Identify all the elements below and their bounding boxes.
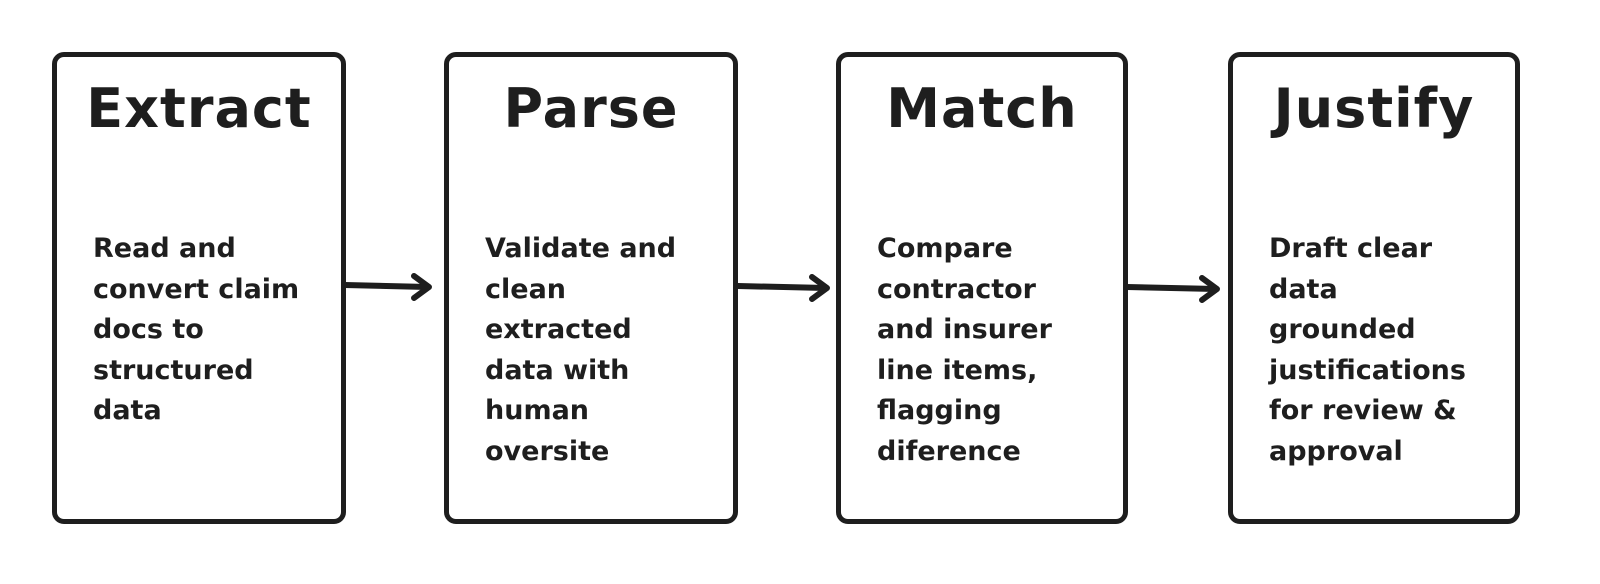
description-line: grounded — [1269, 314, 1416, 345]
description-line: for review & — [1269, 395, 1457, 426]
arrow-match-to-justify — [1124, 275, 1220, 303]
step-description: Validate and clean extracted data with human… — [485, 229, 676, 472]
description-line: docs to — [93, 314, 204, 345]
description-line: data — [1269, 273, 1338, 305]
description-line: data with — [485, 354, 630, 386]
description-line: flagging — [877, 395, 1002, 426]
description-line: and insurer — [877, 314, 1052, 345]
description-line: Read and — [93, 233, 236, 264]
description-line: human — [485, 395, 590, 426]
arrow-parse-to-match — [735, 274, 830, 302]
description-line: Draft clear — [1269, 233, 1433, 264]
description-line: line items, — [877, 354, 1038, 386]
description-line: contractor — [877, 273, 1036, 305]
description-line: convert claim — [93, 273, 300, 305]
description-line: oversite — [485, 435, 610, 467]
step-description: Compare contractor and insurer line items, f… — [877, 229, 1052, 472]
step-description: Draft clear data grounded justifications for… — [1269, 229, 1466, 472]
description-line: structured — [93, 354, 254, 386]
step-title: Justify — [1273, 77, 1475, 140]
description-line: approval — [1269, 435, 1403, 467]
step-description: Read and convert claim docs to structured da… — [93, 229, 299, 432]
step-title: Extract — [86, 77, 312, 140]
description-line: data — [93, 395, 162, 426]
arrow-extract-to-parse — [342, 273, 432, 301]
description-line: diference — [877, 435, 1021, 467]
description-line: Compare — [877, 233, 1013, 264]
step-title: Parse — [503, 77, 679, 140]
step-title: Match — [886, 77, 1078, 140]
description-line: extracted — [485, 314, 632, 345]
description-line: justifications — [1269, 354, 1466, 386]
description-line: clean — [485, 273, 567, 305]
description-line: Validate and — [485, 233, 677, 264]
